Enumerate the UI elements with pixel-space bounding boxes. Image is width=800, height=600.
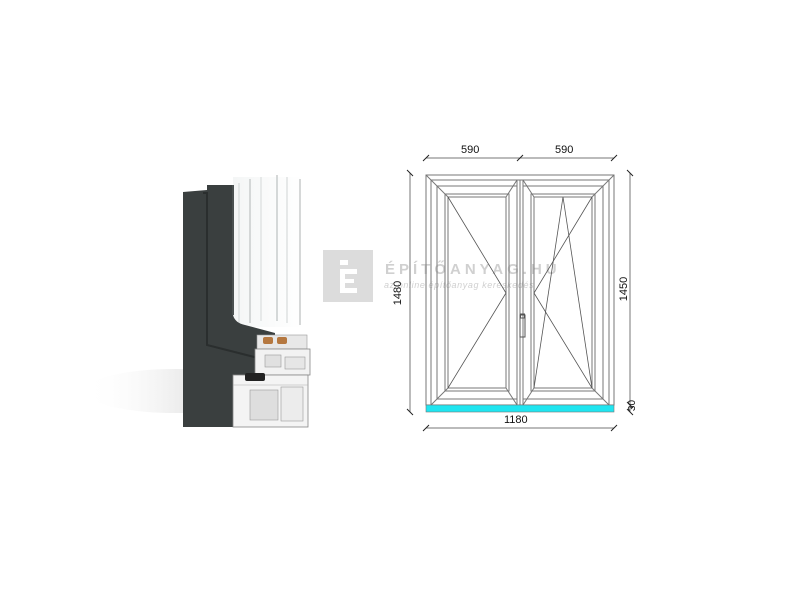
watermark-logo	[323, 250, 373, 302]
pvc-profile	[232, 334, 311, 428]
window-profile-image	[95, 175, 311, 428]
right-sash-tilt-symbol	[533, 196, 593, 389]
dim-left-sash-width: 590	[461, 144, 480, 156]
dim-right-sash-width: 590	[555, 144, 574, 156]
window-elevation	[406, 154, 634, 432]
watermark-brand: ÉPÍTŐANYAG.HU	[385, 261, 561, 278]
frame-inner-edge	[203, 192, 271, 362]
dim-total-width: 1180	[504, 414, 528, 426]
handle	[519, 314, 526, 338]
glass-panes	[233, 175, 303, 327]
right-sash-turn-symbol	[533, 196, 593, 389]
brand-e-icon	[340, 260, 357, 293]
window-technical-drawing: 590 590 1180 1480 1450 30	[392, 140, 655, 445]
dim-total-height: 1480	[392, 280, 405, 306]
sill-bar	[425, 404, 615, 413]
watermark-tagline: az online építőanyag kereskedés	[384, 280, 535, 290]
dim-sill-height: 30	[627, 399, 639, 412]
left-sash-turn-symbol	[447, 196, 507, 389]
dim-frame-height: 1450	[618, 276, 631, 302]
